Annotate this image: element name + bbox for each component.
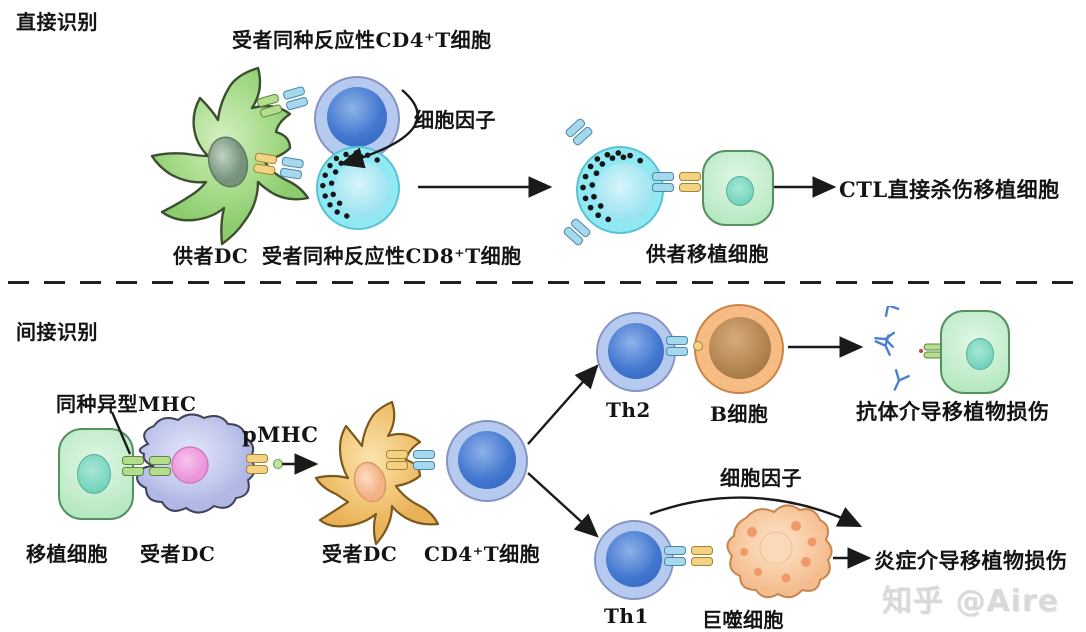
cd8-alloreactive-label: 受者同种反应性CD8⁺T细胞 [262, 244, 522, 268]
cytokine-label-top: 细胞因子 [414, 108, 496, 132]
pmhc-molecule-icon [246, 454, 268, 474]
cd8-t-cell-nucleus [334, 162, 390, 218]
macrophage-label: 巨噬细胞 [702, 608, 784, 632]
pmhc-label: pMHC [242, 422, 319, 447]
tcr-molecule-icon [664, 546, 686, 566]
tcr-molecule-icon [666, 336, 688, 356]
th1-label: Th1 [604, 604, 649, 628]
watermark: 知乎 @Aire [882, 584, 1060, 619]
th1-cell [594, 520, 674, 600]
tcr-mhc-junction-ctl-graft [652, 172, 701, 192]
antibody-icon [881, 306, 900, 317]
arrow-cd4-to-th1 [527, 472, 599, 538]
th2-label: Th2 [606, 398, 651, 422]
donor-graft-cell-nucleus [726, 176, 754, 206]
antibody-icon [893, 369, 910, 391]
ctl-cell [576, 146, 664, 234]
antigen-icon [693, 341, 703, 351]
graft-mhc-icon [919, 343, 943, 359]
donor-graft-cell [702, 150, 774, 226]
mhc-molecule-icon [149, 456, 171, 476]
mhc-molecule-icon [679, 172, 701, 192]
graft-cell-label: 移植细胞 [26, 542, 108, 566]
tcr-molecule-icon [652, 172, 674, 192]
th2-cell-nucleus [608, 323, 664, 379]
macrophage-cell [726, 504, 833, 599]
tcr-molecule-icon [279, 156, 305, 180]
graft-cell-nucleus [77, 454, 111, 494]
donor-dc-nucleus [207, 136, 249, 188]
cd4-t-cell-indirect-nucleus [458, 431, 516, 489]
section-divider [8, 281, 1078, 285]
ctl-killing-outcome-label: CTL直接杀伤移植细胞 [839, 177, 1060, 202]
mhc-molecule-icon [122, 456, 144, 476]
damaged-graft-nucleus [966, 338, 994, 370]
cd4-t-cell-label: CD4⁺T细胞 [424, 542, 541, 566]
cd4-alloreactive-label: 受者同种反应性CD4⁺T细胞 [232, 28, 492, 52]
antibody-outcome-label: 抗体介导移植物损伤 [856, 399, 1050, 424]
damaged-graft-cell-antibody [940, 310, 1010, 394]
ctl-granules [578, 148, 662, 232]
mhc-molecule-icon [691, 546, 713, 566]
macrophage-vacuole [759, 531, 793, 565]
cytokine-label-bottom: 细胞因子 [720, 466, 802, 490]
cd4-t-cell-nucleus [327, 87, 387, 147]
allo-mhc-label: 同种异型MHC [56, 392, 197, 416]
b-cell [694, 304, 784, 394]
b-cell-label: B细胞 [710, 402, 769, 426]
tcr-junction-th1-macrophage [664, 546, 713, 566]
inflammation-outcome-label: 炎症介导移植物损伤 [874, 548, 1068, 573]
allo-mhc-junction [122, 456, 171, 476]
th2-cell [596, 312, 676, 392]
donor-dc-label: 供者DC [173, 244, 249, 268]
th1-cell-nucleus [606, 531, 662, 587]
recipient-dc2-nucleus [353, 461, 387, 503]
donor-graft-cell-label: 供者移植细胞 [646, 242, 769, 266]
ctl-free-tcr-upper [564, 117, 594, 147]
tcr-molecule-icon [413, 450, 435, 470]
direct-recognition-title: 直接识别 [16, 10, 98, 34]
indirect-recognition-title: 间接识别 [16, 320, 98, 344]
cd4-t-cell-indirect [446, 420, 528, 502]
tcr-molecule-icon [564, 117, 594, 147]
antibody-icon [874, 331, 896, 348]
recipient-dc2-label: 受者DC [322, 542, 398, 566]
b-cell-nucleus [709, 317, 771, 379]
cd8-t-cell [316, 146, 400, 230]
ctl-cell-nucleus [595, 163, 653, 221]
mhc-molecule-icon [252, 152, 278, 176]
cd8-granules [318, 148, 398, 228]
tcr-junction-th2-bcell [666, 336, 703, 356]
recipient-dc-presenting-cell [314, 400, 440, 546]
recipient-dc-phagocyte-cell [136, 413, 256, 514]
pmhc-molecule [246, 454, 283, 474]
pmhc-molecule-icon [386, 450, 408, 470]
peptide-icon [273, 459, 283, 469]
recipient-dc1-label: 受者DC [140, 542, 216, 566]
arrow-cd4-to-th2 [527, 364, 599, 445]
antibody-cluster [874, 306, 943, 391]
pmhc-tcr-junction-cd4 [386, 450, 435, 470]
recipient-dc-nucleus [171, 446, 209, 484]
